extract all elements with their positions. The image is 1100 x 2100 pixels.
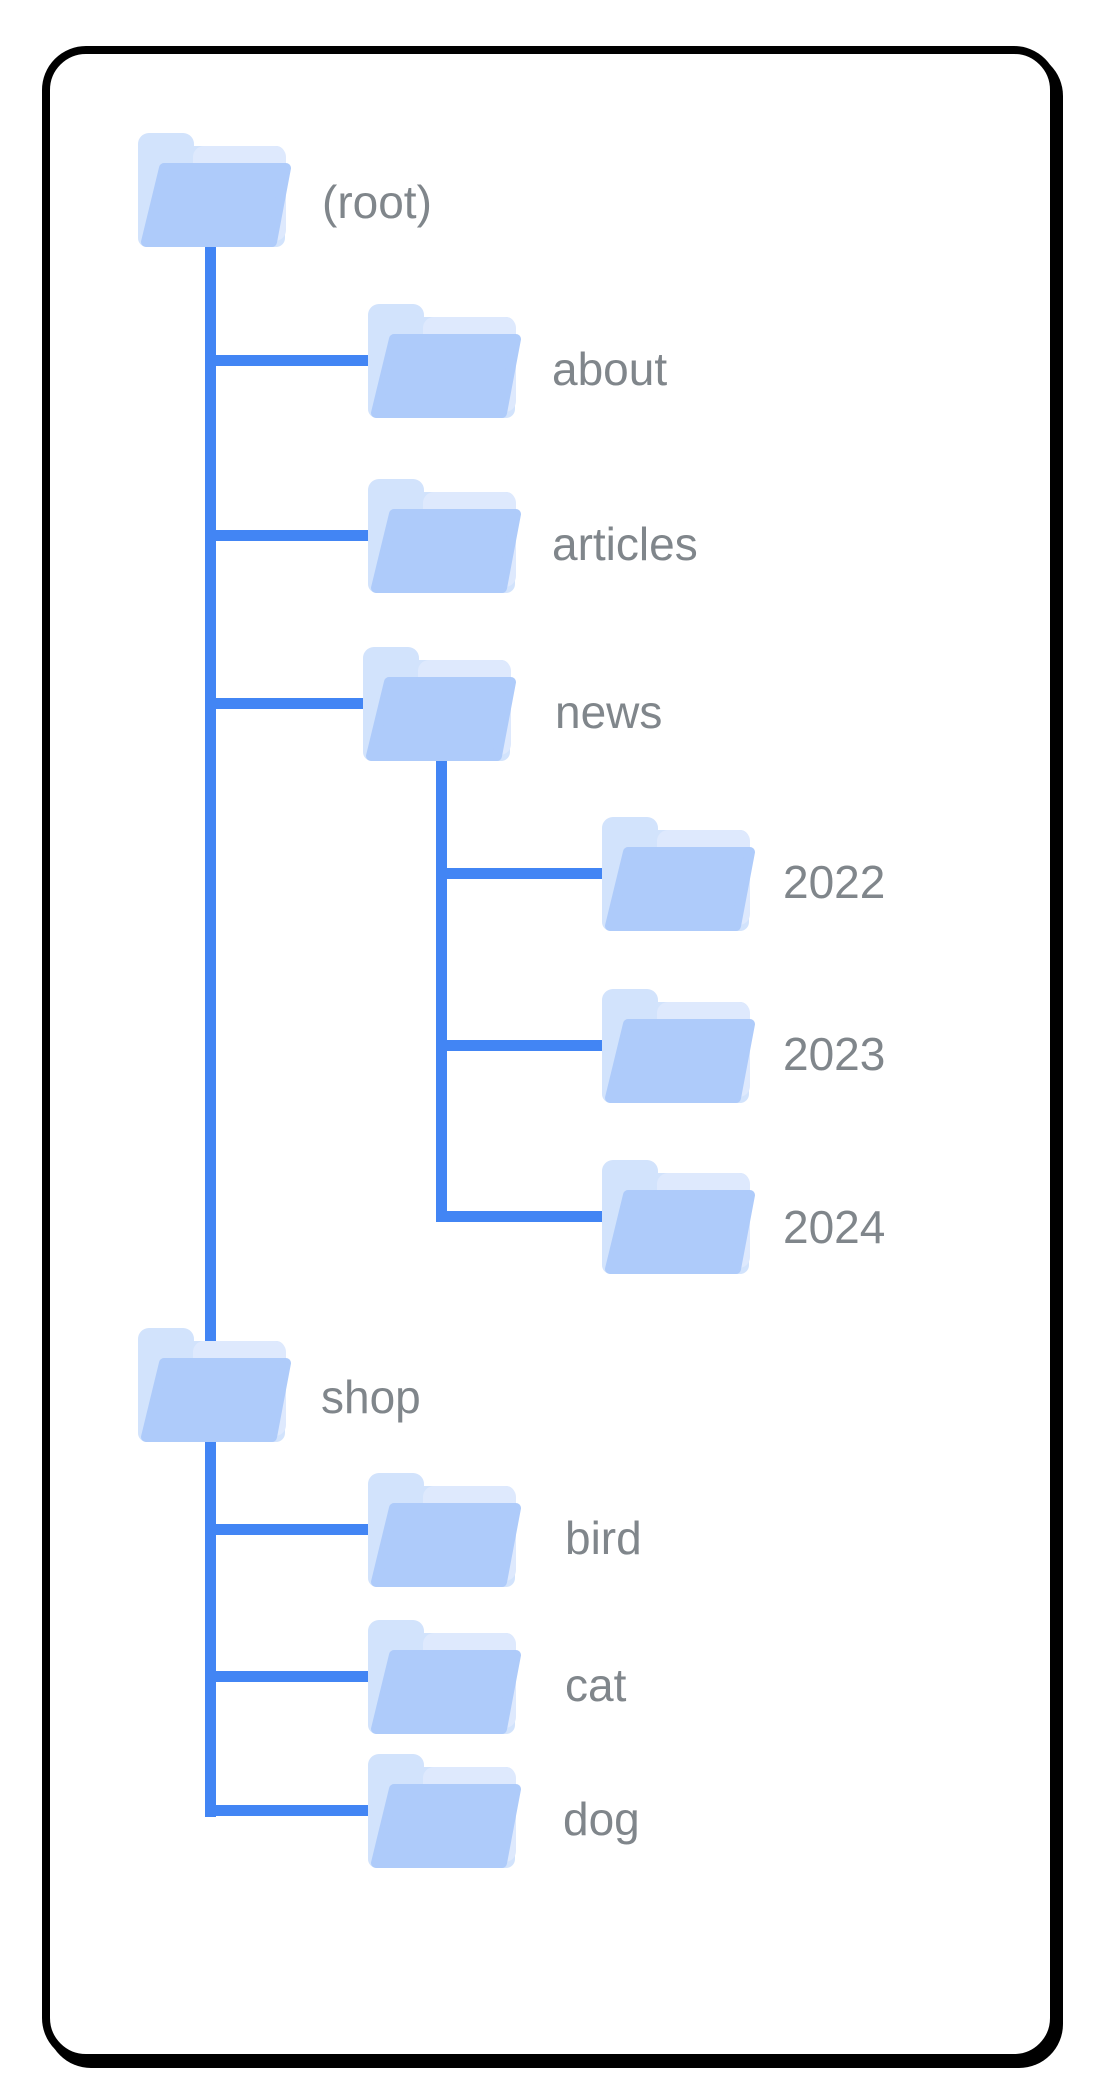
diagram-card xyxy=(42,46,1058,2062)
